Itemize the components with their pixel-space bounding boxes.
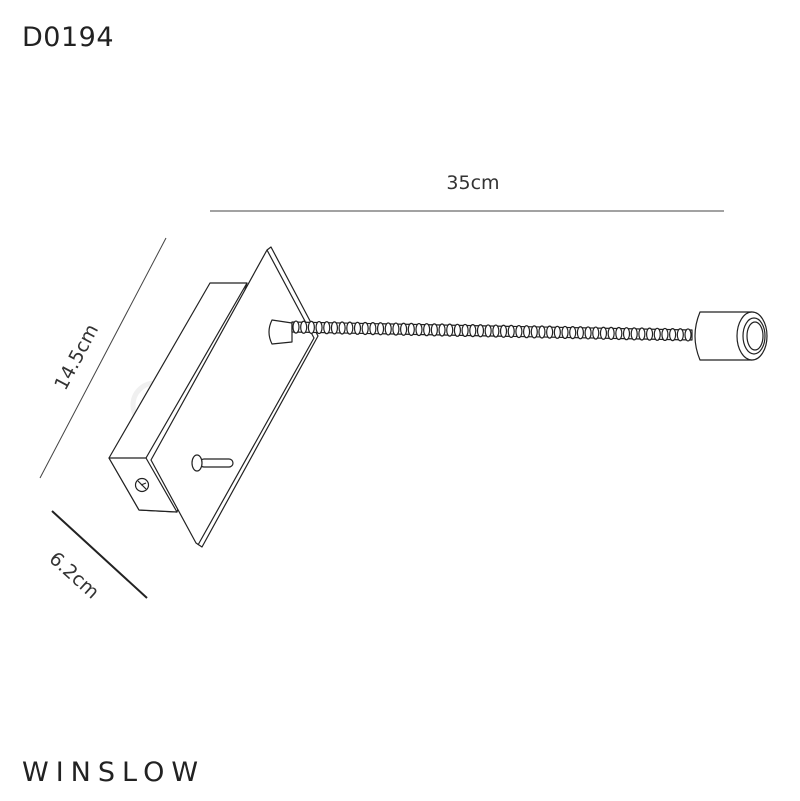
wall-lamp: [108, 246, 768, 548]
gooseneck-ring: [323, 321, 331, 335]
gooseneck-ring: [661, 327, 669, 342]
gooseneck-ring: [638, 327, 646, 341]
gooseneck-ring: [522, 325, 531, 339]
toggle-switch: [191, 454, 234, 472]
gooseneck-ring: [315, 320, 323, 335]
gooseneck-ring: [630, 327, 638, 341]
gooseneck-ring: [423, 323, 431, 337]
gooseneck-ring: [622, 327, 631, 341]
gooseneck-ring: [645, 327, 654, 341]
gooseneck-arm: [291, 320, 693, 342]
gooseneck-ring: [292, 320, 300, 334]
gooseneck-ring: [338, 321, 346, 335]
gooseneck-ring: [476, 324, 485, 338]
height-label: 14.5cm: [50, 321, 103, 394]
gooseneck-ring: [576, 326, 584, 340]
gooseneck-ring: [376, 322, 385, 336]
gooseneck-ring: [546, 325, 554, 339]
gooseneck-ring: [300, 320, 308, 334]
gooseneck-ring: [669, 328, 677, 342]
gooseneck-ring: [461, 323, 469, 338]
gooseneck-ring: [530, 325, 538, 339]
height-dimension-line: [39, 237, 167, 479]
gooseneck-ring: [499, 324, 508, 338]
width-label: 35cm: [446, 172, 499, 194]
lamp-head: [694, 311, 768, 361]
gooseneck-ring: [400, 322, 408, 336]
gooseneck-ring: [346, 321, 354, 335]
gooseneck-ring: [607, 326, 615, 340]
gooseneck-ring: [384, 322, 392, 336]
gooseneck-ring: [415, 322, 423, 337]
gooseneck-ring: [307, 320, 315, 334]
gooseneck-ring: [392, 322, 400, 336]
gooseneck-ring: [653, 327, 661, 341]
gooseneck-ring: [492, 324, 500, 338]
gooseneck-ring: [684, 328, 692, 342]
gooseneck-ring: [469, 324, 477, 338]
gooseneck-ring: [369, 322, 377, 336]
depth-dimension-line: [51, 510, 148, 599]
gooseneck-ring: [361, 321, 369, 336]
depth-label: 6.2cm: [45, 548, 104, 604]
gooseneck-ring: [353, 321, 362, 335]
gooseneck-ring: [569, 326, 577, 340]
gooseneck-ring: [561, 325, 569, 340]
gooseneck-ring: [407, 322, 415, 336]
gooseneck-ring: [430, 323, 438, 337]
gooseneck-ring: [538, 325, 546, 339]
gooseneck-ring: [446, 323, 454, 337]
gooseneck-ring: [676, 328, 684, 342]
product-name: WINSLOW: [22, 757, 206, 788]
gooseneck-ring: [599, 326, 608, 340]
gooseneck-ring: [438, 323, 446, 337]
gooseneck-ring: [484, 324, 492, 338]
arm-collar: [268, 319, 293, 345]
gooseneck-ring: [453, 323, 462, 337]
gooseneck-ring: [584, 326, 592, 340]
gooseneck-ring: [592, 326, 600, 340]
product-code: D0194: [22, 22, 115, 53]
gooseneck-ring: [507, 324, 515, 338]
gooseneck-ring: [553, 325, 561, 339]
gooseneck-ring: [615, 326, 623, 341]
gooseneck-ring: [330, 321, 339, 335]
gooseneck-ring: [515, 324, 523, 339]
